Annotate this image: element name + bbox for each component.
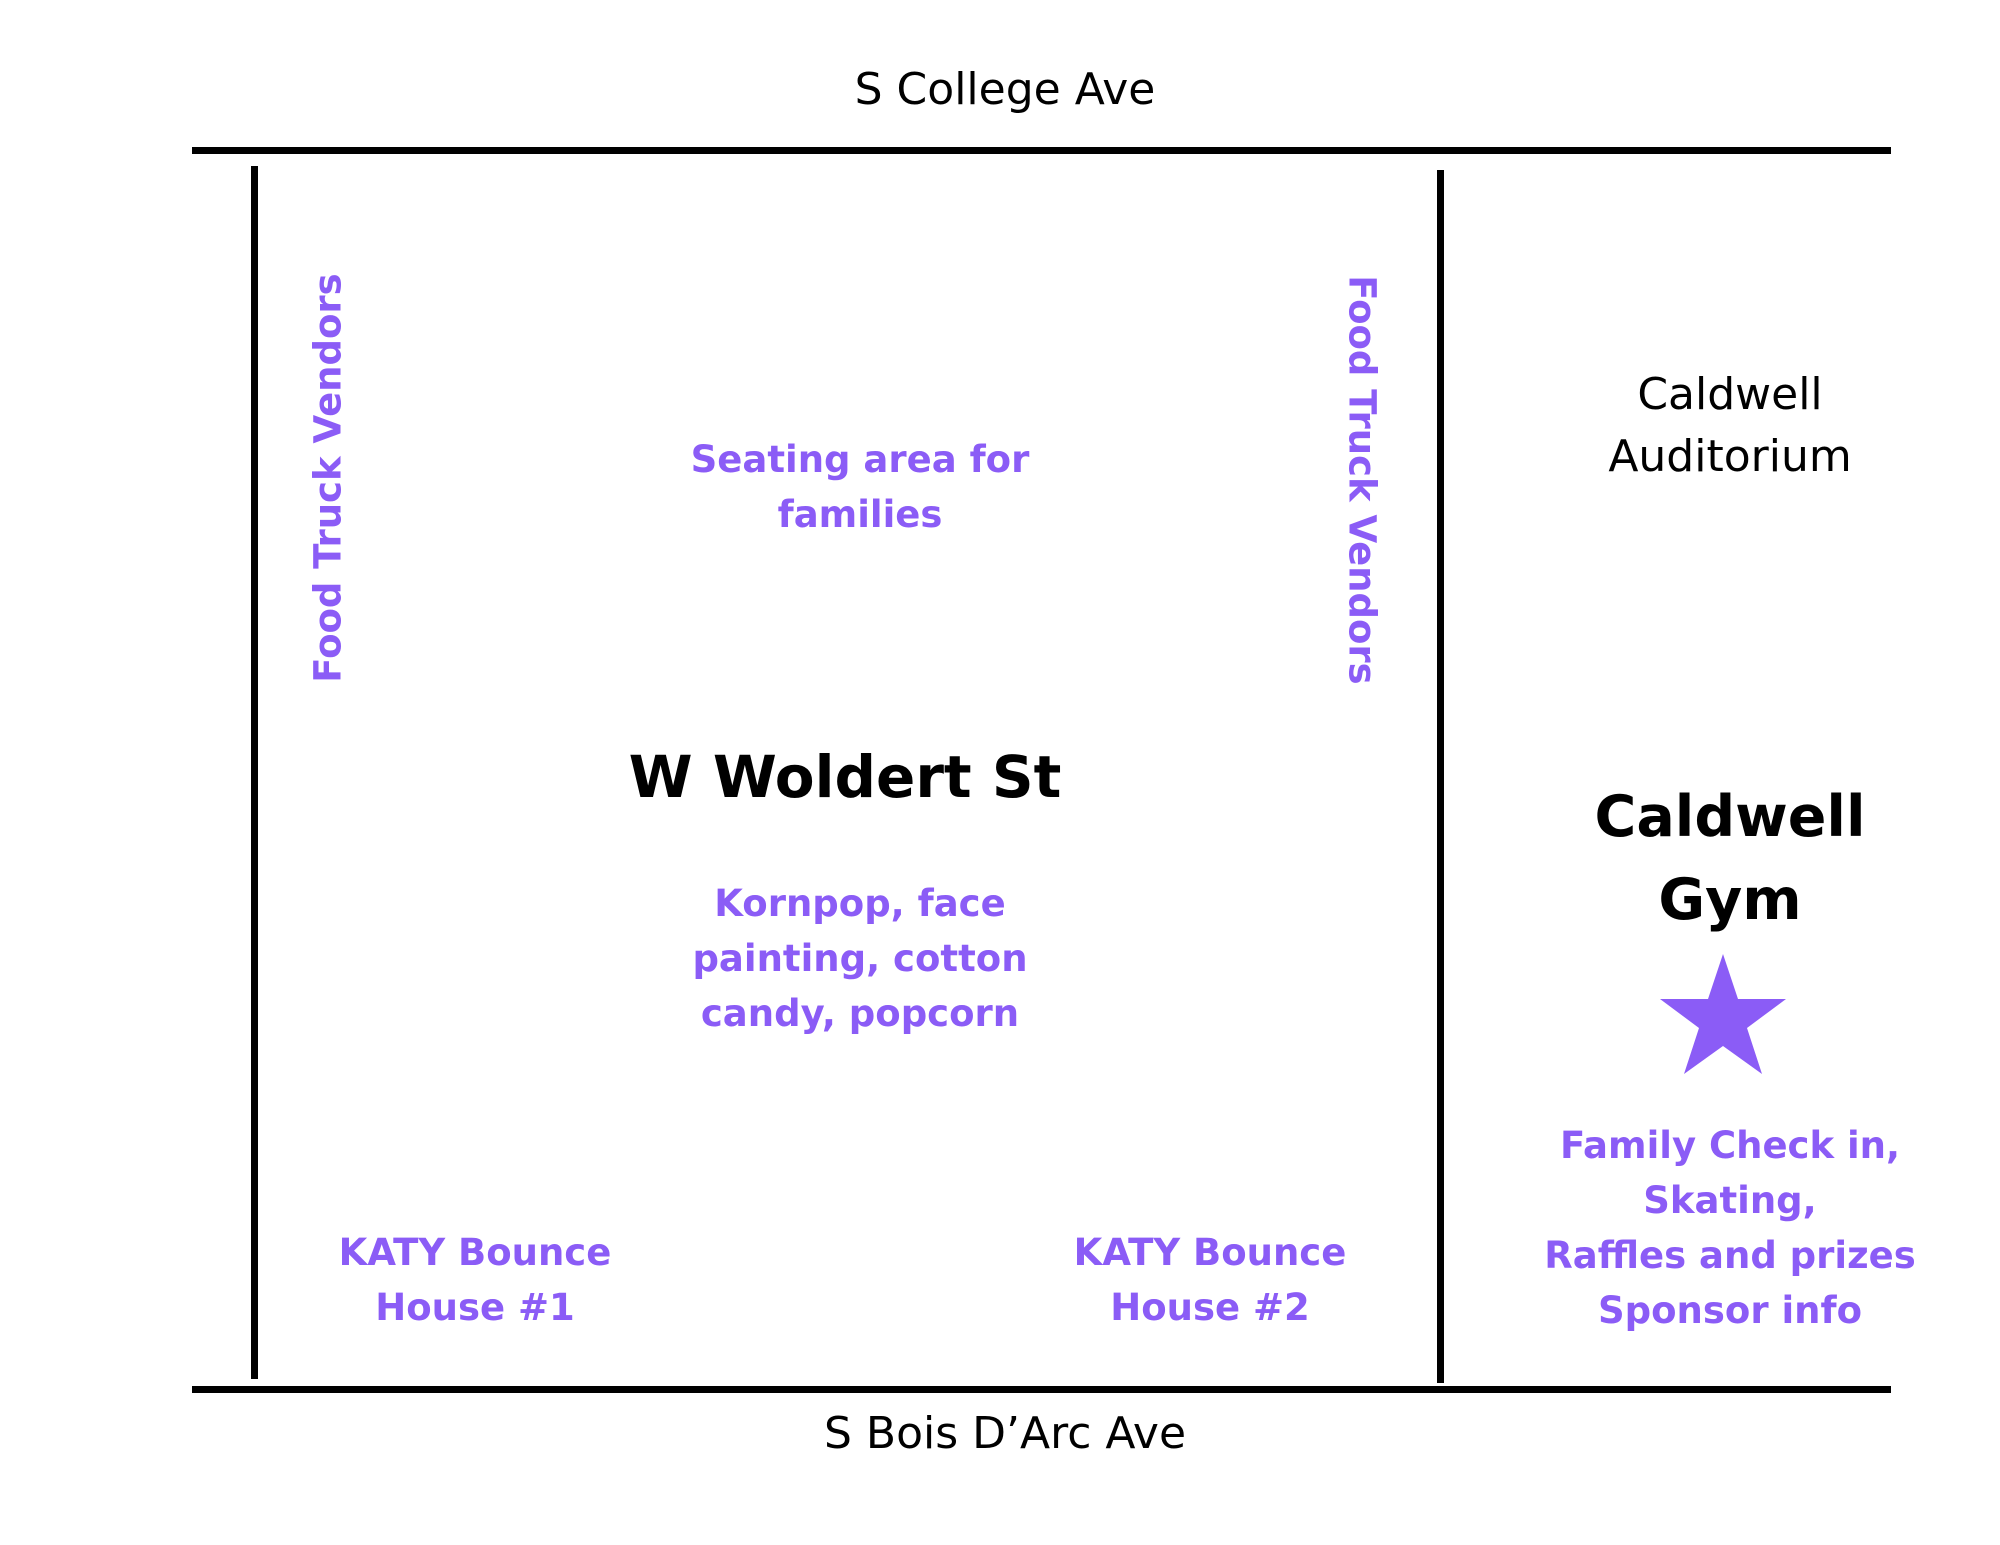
street-label-top: S College Ave bbox=[854, 64, 1156, 115]
bounce-house-2-line-1: KATY Bounce bbox=[1073, 1231, 1347, 1274]
gym-activities-label: Family Check in, Skating, Raffles and pr… bbox=[1520, 1118, 1940, 1338]
caldwell-auditorium-label: Caldwell Auditorium bbox=[1540, 364, 1920, 488]
gym-line-2: Gym bbox=[1658, 867, 1802, 933]
seating-area-label: Seating area for families bbox=[620, 432, 1100, 542]
seating-line-1: Seating area for bbox=[690, 438, 1030, 481]
bounce-house-1-label: KATY Bounce House #1 bbox=[300, 1225, 650, 1335]
activities-line-3: candy, popcorn bbox=[700, 992, 1020, 1035]
activities-line-1: Kornpop, face bbox=[714, 882, 1006, 925]
food-truck-vendors-right: Food Truck Vendors bbox=[1340, 275, 1384, 685]
street-line-left bbox=[251, 166, 258, 1379]
bounce-house-1-line-1: KATY Bounce bbox=[338, 1231, 612, 1274]
auditorium-line-1: Caldwell bbox=[1637, 369, 1823, 420]
food-truck-vendors-left: Food Truck Vendors bbox=[306, 273, 350, 683]
gym-activities-line-1: Family Check in, bbox=[1559, 1124, 1901, 1167]
gym-activities-line-2: Skating, bbox=[1643, 1179, 1817, 1222]
auditorium-line-2: Auditorium bbox=[1608, 431, 1852, 482]
gym-activities-line-3: Raffles and prizes bbox=[1544, 1234, 1916, 1277]
activities-line-2: painting, cotton bbox=[692, 937, 1028, 980]
seating-line-2: families bbox=[777, 493, 943, 536]
bounce-house-2-label: KATY Bounce House #2 bbox=[1035, 1225, 1385, 1335]
street-line-top bbox=[192, 147, 1891, 154]
caldwell-gym-label: Caldwell Gym bbox=[1540, 776, 1920, 942]
bounce-house-2-line-2: House #2 bbox=[1110, 1286, 1310, 1329]
activities-label: Kornpop, face painting, cotton candy, po… bbox=[620, 876, 1100, 1041]
street-label-center: W Woldert St bbox=[628, 743, 1062, 811]
street-label-bottom: S Bois D’Arc Ave bbox=[823, 1408, 1187, 1459]
star-shape bbox=[1660, 954, 1786, 1074]
street-line-right bbox=[1437, 170, 1444, 1383]
star-icon bbox=[1660, 954, 1786, 1074]
street-line-bottom bbox=[192, 1386, 1891, 1393]
bounce-house-1-line-2: House #1 bbox=[375, 1286, 575, 1329]
gym-activities-line-4: Sponsor info bbox=[1597, 1289, 1862, 1332]
gym-line-1: Caldwell bbox=[1594, 784, 1866, 850]
